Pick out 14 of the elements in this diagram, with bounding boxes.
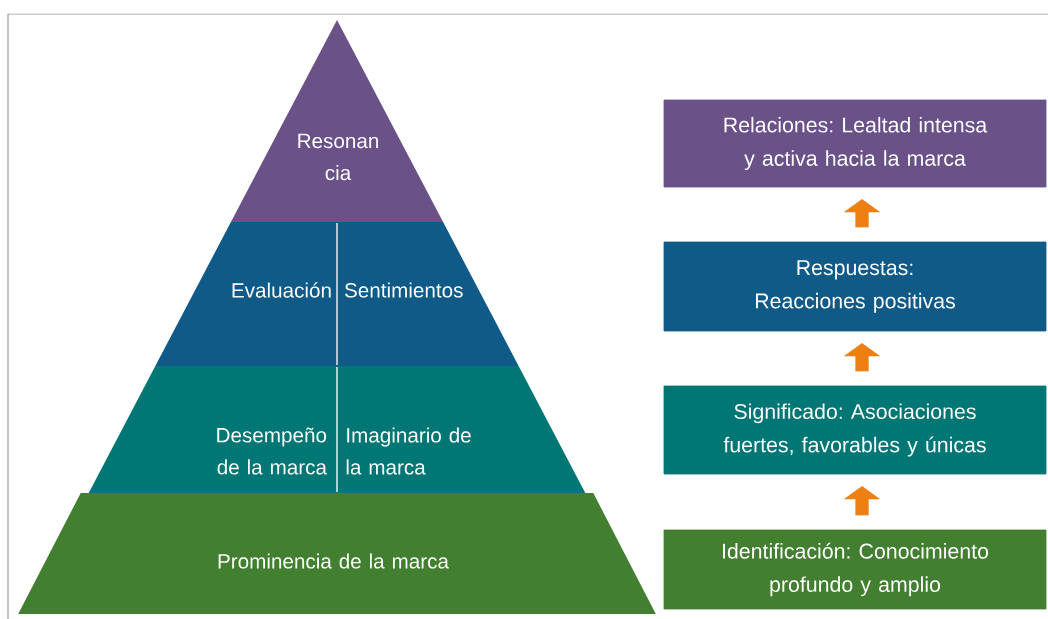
pyramid-level: Prominencia de la marca — [18, 493, 656, 614]
level-box: Significado: Asociaciones fuertes, favorables y únicas — [663, 385, 1047, 475]
pyramid-level: Imaginario de la marca — [337, 366, 586, 493]
pyramid-level: Sentimientos — [337, 222, 519, 366]
pyramid-level: Evaluación — [155, 222, 337, 366]
pyramid-level: Resonan cia — [230, 20, 444, 222]
node-label: Evaluación — [232, 282, 331, 298]
node-label: Sentimientos — [344, 282, 463, 298]
node-label: Desempeño de la marca — [217, 427, 327, 475]
level-box: Respuestas: Reacciones positivas — [663, 241, 1047, 332]
level-box: Relaciones: Lealtad intensa y activa hacia la marca — [663, 99, 1047, 188]
pyramid-level: Desempeño de la marca — [88, 366, 337, 493]
node-label: Imaginario de la marca — [346, 427, 471, 475]
level-box: Identificación: Conocimiento profundo y amplio — [663, 529, 1047, 610]
